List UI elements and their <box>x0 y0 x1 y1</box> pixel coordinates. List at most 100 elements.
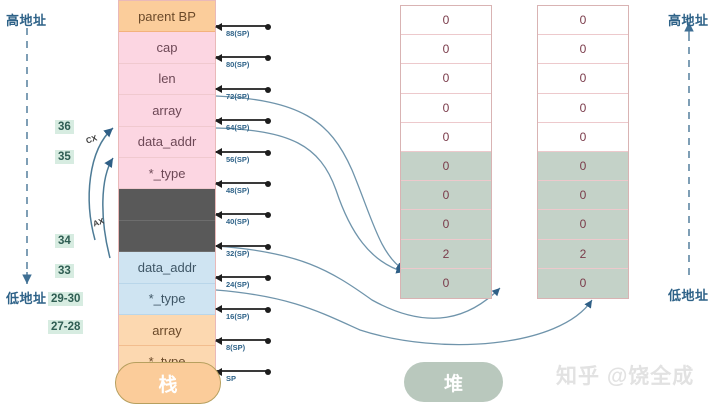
offset-label: 64(SP) <box>226 123 250 133</box>
heap-cell-value: 0 <box>579 42 587 57</box>
line-badge-33: 33 <box>55 264 74 278</box>
offset-label: 48(SP) <box>226 186 250 195</box>
heap-cell-value: 0 <box>579 129 587 144</box>
stack-row-data-addr-4: data_addr <box>119 126 215 158</box>
line-badge-29-30: 29-30 <box>48 292 84 306</box>
heap-cell: 0 <box>538 151 628 182</box>
offset-line <box>215 116 271 125</box>
heap-cell: 2 <box>401 239 491 269</box>
offset-arrow-icon <box>215 336 222 345</box>
stack-offset-marker-11: SP <box>215 367 272 386</box>
stack-offset-marker-4: 56(SP) <box>215 148 272 167</box>
heap-cell-value: 0 <box>579 159 587 174</box>
heap-cell-value: 0 <box>579 217 587 232</box>
high-address-label-right: 高地址 <box>668 13 709 28</box>
stack-row-cap-1: cap <box>119 32 215 64</box>
line-badge-35: 35 <box>55 150 74 164</box>
offset-label: 16(SP) <box>226 311 250 321</box>
stack-row-label: data_addr <box>137 259 197 275</box>
offset-arrow-icon <box>215 148 222 157</box>
offset-line <box>215 53 271 62</box>
register-label-cx: CX <box>84 133 99 146</box>
stack-offset-marker-0: 88(SP) <box>215 22 272 41</box>
offset-dot-icon <box>265 275 271 282</box>
offset-arrow-icon <box>215 179 222 188</box>
heap-cell-value: 0 <box>442 71 450 86</box>
offset-arrow-icon <box>215 85 222 94</box>
stack-row-label: parent BP <box>138 8 196 24</box>
heap-cell-value: 0 <box>579 71 587 86</box>
offset-label: 8(SP) <box>226 343 246 352</box>
stack-offset-marker-7: 32(SP) <box>215 242 272 261</box>
stack-row-label: array <box>152 102 182 118</box>
offset-dot-icon <box>265 338 271 344</box>
offset-arrow-icon <box>215 53 222 62</box>
heap-cell: 0 <box>538 6 628 36</box>
offset-line <box>215 210 271 219</box>
offset-dot-icon <box>265 369 271 376</box>
stack-offset-marker-3: 64(SP) <box>215 116 272 135</box>
stack-row-label: data_addr <box>137 134 197 150</box>
offset-label: 56(SP) <box>226 154 250 164</box>
offset-dot-icon <box>265 24 271 30</box>
ax-pointer-curve <box>102 157 114 259</box>
stack-row-array-10: array <box>119 314 215 347</box>
stack-row-parent-bp-0: parent BP <box>119 1 215 33</box>
stack-row-label: *_type <box>148 165 186 181</box>
offset-line <box>215 85 271 94</box>
offset-line <box>215 179 271 188</box>
stack-offset-marker-6: 40(SP) <box>215 210 272 229</box>
offset-line <box>215 305 271 314</box>
heap-cell-value: 0 <box>442 100 450 115</box>
offset-dot-icon <box>265 212 271 219</box>
heap-cell-value: 0 <box>442 276 450 291</box>
heap-cell: 0 <box>538 122 628 152</box>
heap-cell: 0 <box>538 64 628 94</box>
heap-cell: 0 <box>401 64 491 94</box>
watermark-text: 知乎 @饶全成 <box>556 365 695 388</box>
offset-label: 32(SP) <box>226 248 250 258</box>
heap-cell-value: 2 <box>579 246 587 261</box>
heap-cell: 0 <box>538 181 628 211</box>
stack-row-array-3: array <box>119 95 215 127</box>
heap-cell: 0 <box>538 268 628 298</box>
legend-pill-heap: 堆 <box>404 362 503 402</box>
low-address-label-left: 低地址 <box>6 291 47 306</box>
heap-cell-value: 0 <box>442 188 450 203</box>
offset-dot-icon <box>265 181 271 187</box>
offset-arrow-icon <box>215 242 222 251</box>
offset-dot-icon <box>265 243 271 250</box>
stack-row-label: cap <box>156 40 178 56</box>
offset-label: 88(SP) <box>226 29 250 38</box>
offset-line <box>215 242 271 251</box>
offset-line <box>215 367 271 376</box>
line-badge-34: 34 <box>55 234 74 248</box>
heap-cell-value: 0 <box>442 129 450 144</box>
line-badge-27-28: 27-28 <box>48 320 84 334</box>
stack-offset-marker-5: 48(SP) <box>215 179 272 198</box>
offset-label: SP <box>226 374 237 384</box>
offset-label: 40(SP) <box>226 217 250 227</box>
heap-cell: 0 <box>401 122 491 152</box>
offset-label: 72(SP) <box>226 91 250 101</box>
stack-row-type-5: *_type <box>119 157 215 190</box>
stack-offset-marker-2: 72(SP) <box>215 85 272 104</box>
stack-offset-marker-8: 24(SP) <box>215 273 272 292</box>
high-address-label-left: 高地址 <box>6 13 47 28</box>
low-address-label-right: 低地址 <box>668 288 709 303</box>
heap-cell-value: 0 <box>442 217 450 232</box>
stack-row-empty-7 <box>119 220 215 253</box>
stack-row-label: *_type <box>148 291 186 307</box>
heap-cell: 0 <box>401 181 491 211</box>
stack-row-data-addr-8: data_addr <box>119 252 215 284</box>
legend-pill-stack: 栈 <box>115 362 221 404</box>
line-badge-36: 36 <box>55 120 74 134</box>
offset-label: 80(SP) <box>226 60 250 70</box>
offset-line <box>215 148 271 157</box>
heap-cell: 0 <box>401 35 491 65</box>
stack-row-type-9: *_type <box>119 283 215 315</box>
